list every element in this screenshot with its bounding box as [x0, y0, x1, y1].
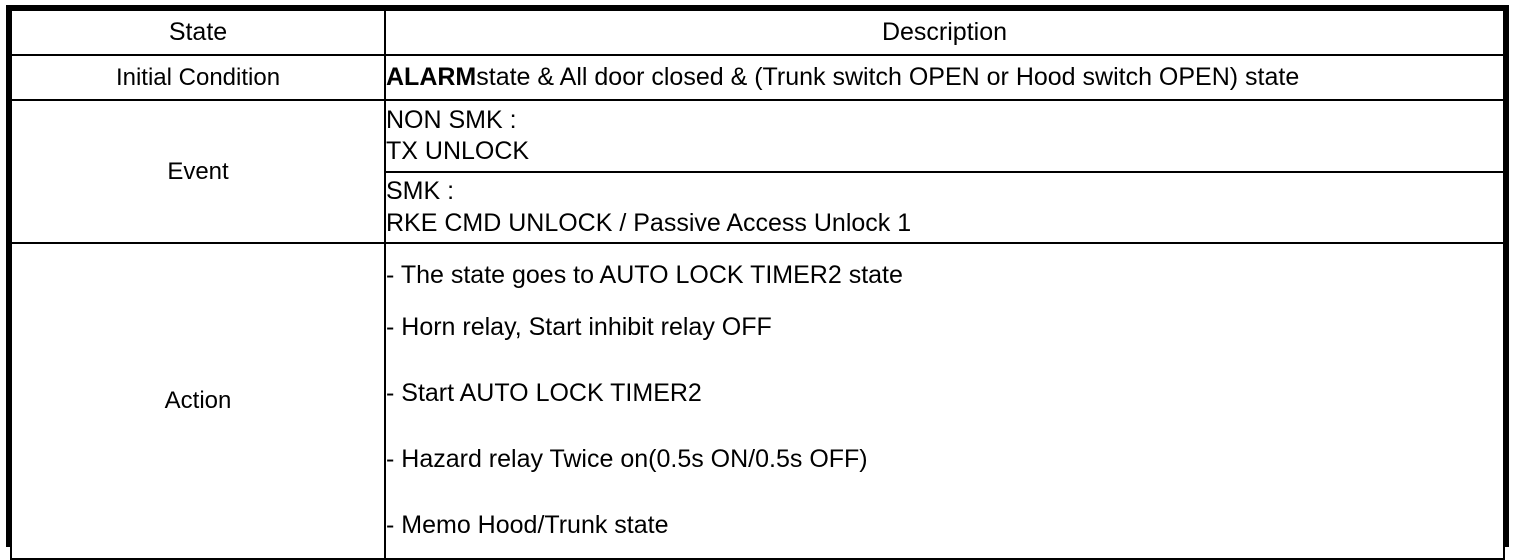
event-smk-title: SMK : [386, 177, 455, 206]
initial-condition-text: state & All door closed & (Trunk switch … [476, 62, 1300, 91]
table: State Description Initial Condition ALAR… [10, 9, 1505, 560]
event-smk-block: SMK : RKE CMD UNLOCK / Passive Access Un… [386, 176, 1503, 239]
column-header-state: State [10, 9, 386, 56]
table-header-row: State Description [10, 9, 1505, 56]
description-initial-condition: ALARMstate & All door closed & (Trunk sw… [384, 54, 1505, 101]
action-item-list: - The state goes to AUTO LOCK TIMER2 sta… [386, 244, 1503, 558]
table-row-initial-condition: Initial Condition ALARMstate & All door … [10, 54, 1505, 101]
table-row-action: Action - The state goes to AUTO LOCK TIM… [10, 242, 1505, 560]
event-non-smk-value: TX UNLOCK [386, 137, 530, 165]
action-item: - Hazard relay Twice on(0.5s ON/0.5s OFF… [386, 445, 868, 473]
alarm-keyword: ALARM [386, 62, 477, 91]
state-label-initial-condition: Initial Condition [10, 54, 386, 101]
table-row-event-smk: SMK : RKE CMD UNLOCK / Passive Access Un… [11, 171, 1505, 244]
action-item: - The state goes to AUTO LOCK TIMER2 sta… [386, 261, 903, 289]
description-event-smk: SMK : RKE CMD UNLOCK / Passive Access Un… [384, 171, 1505, 244]
state-label-event: Event [10, 99, 386, 244]
description-action: - The state goes to AUTO LOCK TIMER2 sta… [384, 242, 1505, 560]
event-non-smk-title: NON SMK : [386, 105, 517, 134]
event-non-smk-block: NON SMK : TX UNLOCK [386, 105, 1503, 168]
action-item: - Horn relay, Start inhibit relay OFF [386, 313, 772, 341]
description-event-non-smk: NON SMK : TX UNLOCK [384, 99, 1505, 173]
column-header-description: Description [384, 9, 1505, 56]
table-row-event-non-smk: Event NON SMK : TX UNLOCK [10, 99, 1505, 244]
state-label-action: Action [10, 242, 386, 560]
action-item: - Start AUTO LOCK TIMER2 [386, 379, 702, 407]
event-smk-value: RKE CMD UNLOCK / Passive Access Unlock 1 [386, 208, 912, 237]
action-item: - Memo Hood/Trunk state [386, 511, 669, 539]
state-description-table: State Description Initial Condition ALAR… [6, 5, 1509, 560]
